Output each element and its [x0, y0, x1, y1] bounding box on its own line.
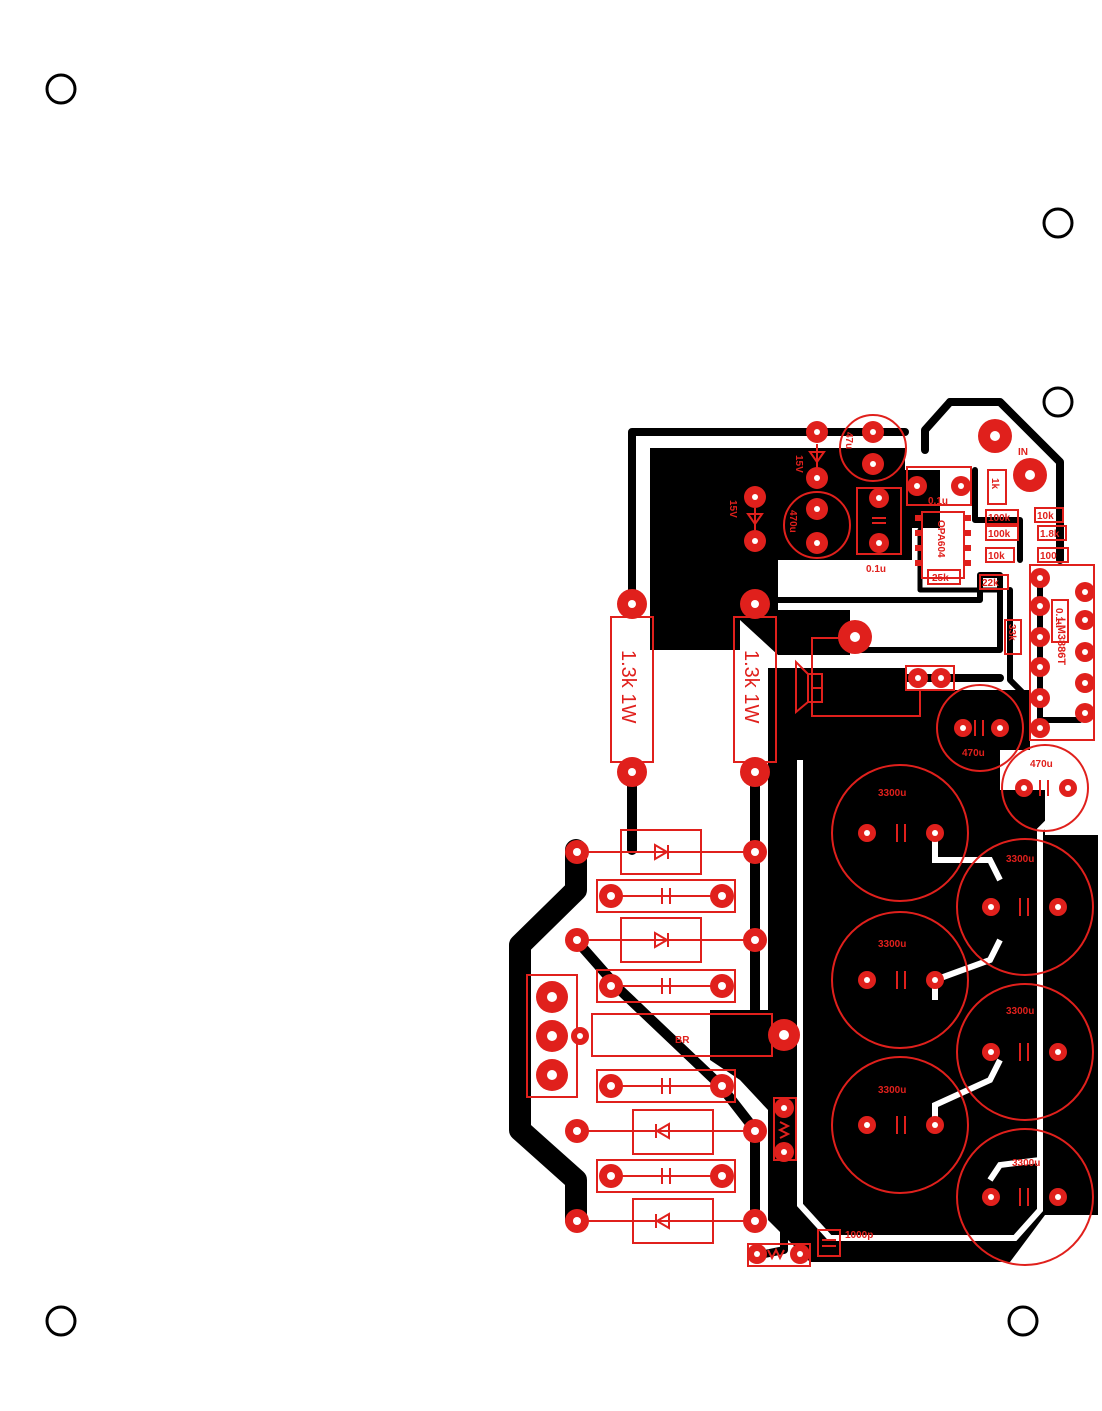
power-resistor-right: 1.3k 1W [733, 589, 777, 787]
mounting-hole-bottom-left [45, 1305, 77, 1337]
trace-bridge-left [509, 839, 587, 1231]
copper-pour-main [710, 668, 1098, 1262]
cap-470u-top-label: 470u [787, 510, 798, 533]
resistor-10k-a-label: 10k [988, 551, 1005, 562]
rectifier-cap-2 [596, 969, 736, 1003]
resistor-33k: 33k [1004, 619, 1022, 655]
resistor-100-label: 100 [1040, 551, 1057, 562]
cap-3300u-1-label: 3300u [878, 788, 906, 799]
opamp-ic: OPA604 [915, 511, 971, 579]
input-connector: IN [978, 419, 1047, 492]
cap-3300u-1: 3300u [831, 764, 969, 902]
resistor-1k: 1k [987, 469, 1007, 505]
power-resistor-left: 1.3k 1W [610, 589, 654, 787]
mounting-hole-mid-right [1042, 386, 1074, 418]
power-resistor-right-label: 1.3k 1W [740, 650, 762, 723]
copper-layer [509, 398, 1098, 1262]
rectifier-cap-3 [596, 1069, 736, 1103]
trace-ic-pins [972, 467, 1023, 563]
cap-3300u-6-label: 3300u [1012, 1158, 1040, 1169]
zener-top-label: 15V [793, 455, 804, 473]
rc-resistor-bottom [747, 1243, 811, 1267]
resistor-100k-b-label: 100k [988, 529, 1011, 540]
cap-470u-a-label: 470u [962, 748, 985, 759]
cap-3300u-2: 3300u [956, 838, 1094, 976]
resistor-100k-a-label: 100k [988, 513, 1011, 524]
cap-3300u-3-label: 3300u [878, 939, 906, 950]
mounting-hole-bottom-right [1007, 1305, 1039, 1337]
resistor-22k-label: 22k [982, 578, 999, 589]
mounting-hole-top-right [1042, 207, 1074, 239]
resistor-1k-label: 1k [989, 478, 1000, 490]
cap-470u-b: 470u [1001, 744, 1089, 832]
input-label: IN [1018, 447, 1028, 458]
copper-gap-4 [932, 1058, 1003, 1125]
cap-3300u-2-label: 3300u [1006, 854, 1034, 865]
cap-470u-b-label: 470u [1030, 759, 1053, 770]
opamp-label: OPA604 [935, 520, 946, 558]
cap-0-1u-a-label: 0.1u [866, 564, 886, 575]
rectifier-cap-4 [596, 1159, 736, 1193]
cap-3300u-5: 3300u [831, 1056, 969, 1194]
resistor-100: 100 [1037, 547, 1069, 563]
speaker-icon [795, 659, 823, 715]
cap-3300u-3: 3300u [831, 911, 969, 1049]
resistor-10k-a: 10k [985, 547, 1015, 563]
resistor-25k-label: 25k [932, 573, 949, 584]
rectifier-diode-2 [565, 917, 767, 963]
speaker-output [795, 620, 955, 717]
cap-0-1u-a: 0.1u [856, 487, 902, 575]
rectifier-diode-4 [565, 1198, 767, 1244]
zobel-resistor [773, 1097, 797, 1162]
cap-3300u-4-label: 3300u [1006, 1006, 1034, 1017]
resistor-22k: 22k [979, 574, 1009, 590]
transformer-terminal [526, 974, 589, 1098]
power-ic-label: LM3886T [1055, 618, 1067, 665]
resistor-33k-label: 33k [1006, 624, 1017, 641]
rectifier-cap-1 [596, 879, 736, 913]
rectifier-diode-3 [565, 1109, 767, 1155]
copper-gap-5 [987, 1157, 1041, 1182]
cap-0-1u-b: 0.1u [906, 466, 972, 507]
copper-gap-3 [932, 938, 1003, 1000]
copper-pour-upper [650, 448, 940, 655]
zener-left-label: 15V [727, 500, 738, 518]
zener-diode-top: 15V [793, 421, 828, 489]
resistor-1-8k: 1.8k [1037, 525, 1067, 541]
mounting-hole-top-left [45, 73, 77, 105]
cap-470u-top: 470u [783, 491, 851, 559]
trace-right-edge-2 [921, 398, 954, 454]
power-ic: LM3886T [1029, 564, 1095, 741]
bridge-rectifier: BR [591, 1013, 800, 1057]
mounting-holes [45, 73, 1074, 1337]
cap-0-1u-c: 0.1u [1051, 599, 1069, 643]
resistor-1-8k-label: 1.8k [1040, 529, 1060, 540]
cap-47u-label: 47u [843, 432, 854, 449]
power-resistor-left-label: 1.3k 1W [617, 650, 639, 723]
resistor-100k-a: 100k [985, 509, 1019, 525]
resistor-100k-b: 100k [985, 525, 1019, 541]
cap-47u: 47u [839, 414, 907, 482]
zener-diode-left: 15V [727, 486, 766, 552]
cap-3300u-6: 3300u [956, 1128, 1094, 1266]
cap-470u-a: 470u [936, 684, 1024, 772]
cap-0-1u-c-label: 0.1u [1053, 608, 1064, 628]
bridge-label: BR [675, 1035, 690, 1046]
trace-right-edge [946, 398, 1064, 564]
resistor-10k-b: 10k [1034, 507, 1064, 523]
cap-3300u-4: 3300u [956, 983, 1094, 1121]
cap-1000p: 1000p [817, 1229, 873, 1257]
resistor-25k: 25k [927, 569, 961, 585]
cap-3300u-5-label: 3300u [878, 1085, 906, 1096]
resistor-10k-b-label: 10k [1037, 511, 1054, 522]
cap-1000p-label: 1000p [845, 1230, 873, 1241]
cap-0-1u-b-label: 0.1u [928, 496, 948, 507]
rectifier-diode-1 [565, 829, 767, 875]
